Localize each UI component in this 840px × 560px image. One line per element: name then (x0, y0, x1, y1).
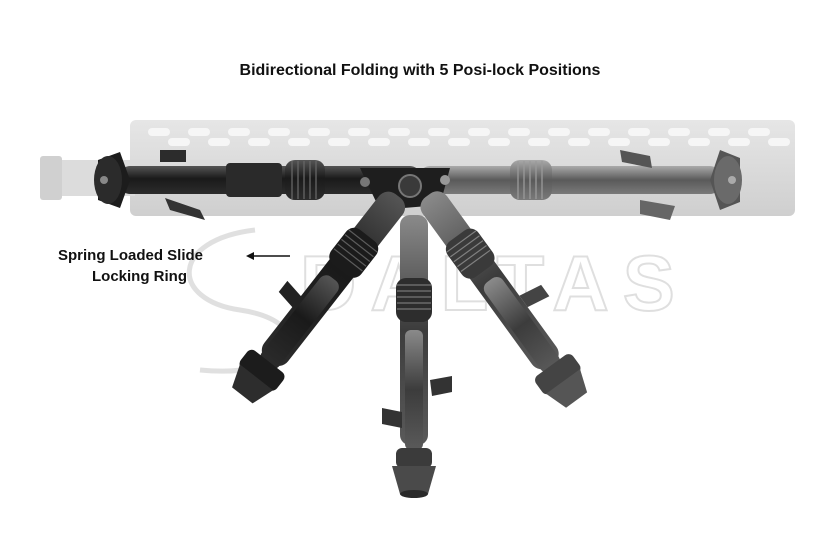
rail-slot (288, 138, 310, 146)
rail-slot (268, 128, 290, 136)
leg-folded-right (420, 150, 742, 220)
rail-slot (688, 138, 710, 146)
rail-slot (348, 128, 370, 136)
rail-slot (188, 128, 210, 136)
rail-slot (308, 128, 330, 136)
rail-slot (148, 128, 170, 136)
rail-slot (208, 138, 230, 146)
rail-slot (668, 128, 690, 136)
rail-slot (168, 138, 190, 146)
callout-arrow (246, 252, 290, 260)
rail-slot (228, 128, 250, 136)
rail-slot (748, 128, 770, 136)
rail-slot (368, 138, 390, 146)
leg-angled-left (232, 191, 406, 404)
callout-line-2: Locking Ring (92, 268, 187, 285)
rail-slot (388, 128, 410, 136)
rail-slot (468, 128, 490, 136)
rail-slot (648, 138, 670, 146)
rail-slot (488, 138, 510, 146)
rail-slot (608, 138, 630, 146)
rail-slot (248, 138, 270, 146)
callout-label: Spring Loaded Slide Locking Ring (58, 245, 258, 287)
rail-slot (508, 128, 530, 136)
rail-slot (708, 128, 730, 136)
rail-slot (588, 128, 610, 136)
rail-slot (528, 138, 550, 146)
rail-slot (408, 138, 430, 146)
leg-folded-left (94, 150, 420, 220)
rail-slot (768, 138, 790, 146)
callout-line-1: Spring Loaded Slide (58, 247, 204, 264)
rail-slot (568, 138, 590, 146)
leg-angled-right (420, 191, 588, 408)
leg-center (382, 215, 452, 498)
image-title: Bidirectional Folding with 5 Posi-lock P… (239, 62, 601, 79)
rail-slot (728, 138, 750, 146)
rail-slot (328, 138, 350, 146)
rail-slot (428, 128, 450, 136)
rail-slot (628, 128, 650, 136)
rail-slot (548, 128, 570, 136)
rail-slot (448, 138, 470, 146)
